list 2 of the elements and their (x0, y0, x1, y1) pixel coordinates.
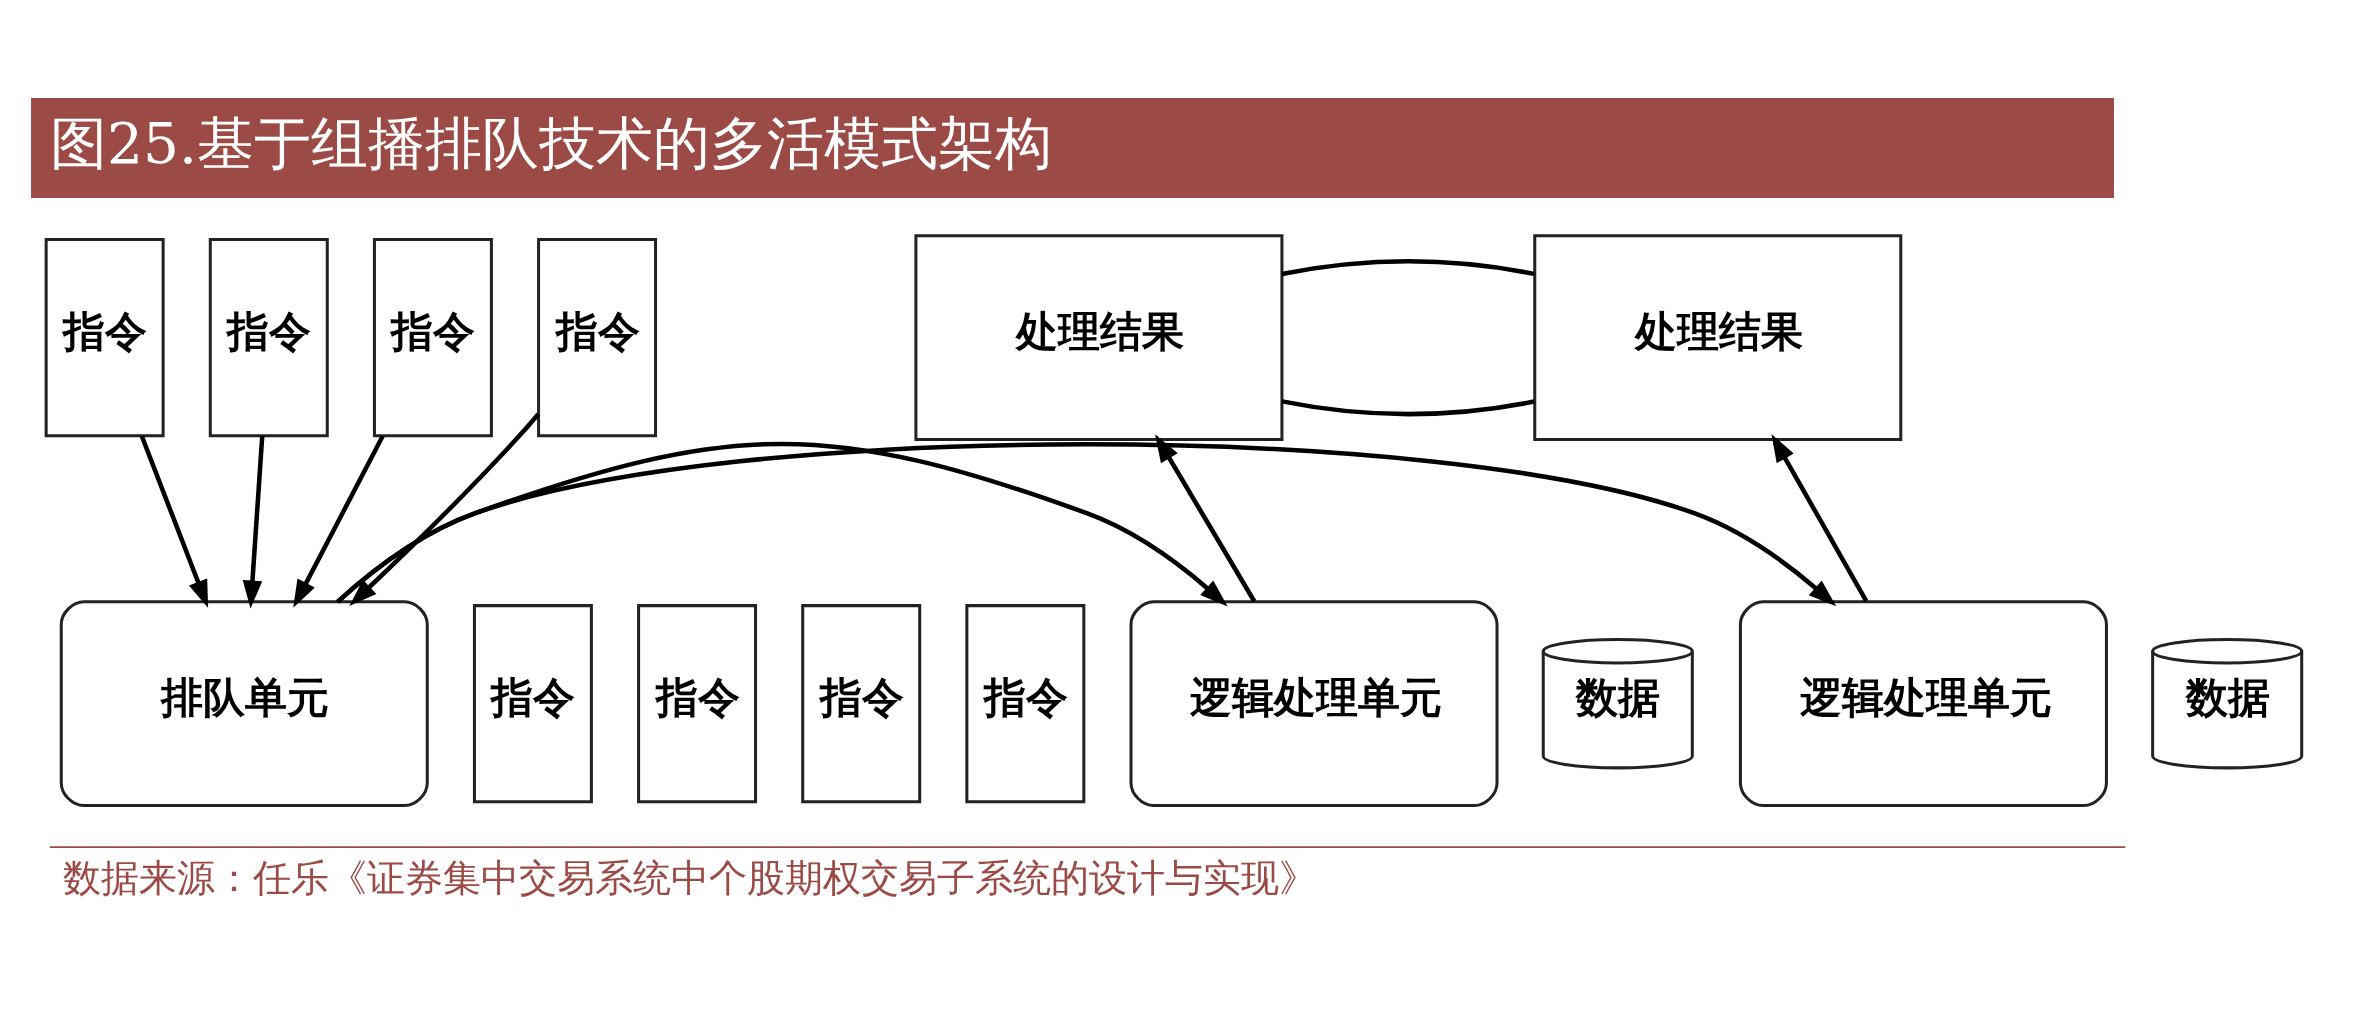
caption: 数据来源：任乐《证券集中交易系统中个股期权交易子系统的设计与实现》 (63, 855, 1318, 900)
diagram-title: 图25.基于组播排队技术的多活模式架构 (49, 109, 1052, 176)
